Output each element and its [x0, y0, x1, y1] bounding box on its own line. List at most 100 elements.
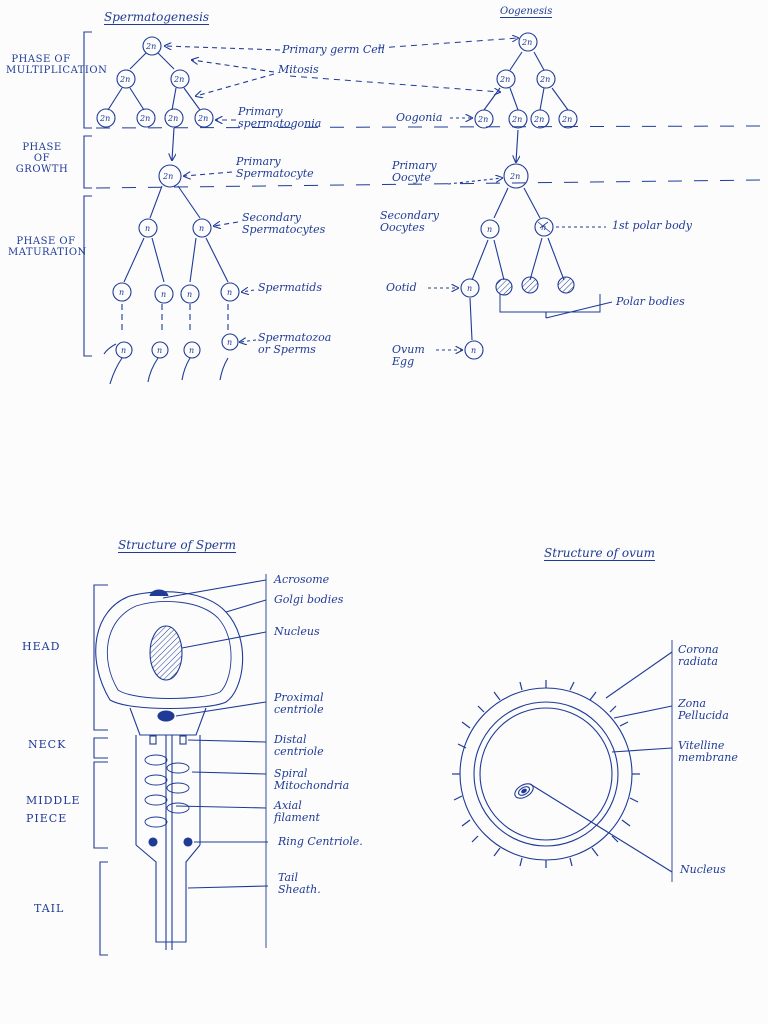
cell-spermatid [154, 284, 174, 304]
ploidy-label: 2n [521, 38, 532, 47]
ploidy-label: n [487, 225, 492, 234]
label-primary-spermatocyte: Primary Spermatocyte [236, 155, 314, 180]
label-spermatids: Spermatids [258, 281, 322, 294]
label-secondary-oocytes: Secondary Oocytes [380, 209, 439, 234]
ring-centriole [148, 837, 158, 847]
cell-polar-body [557, 276, 575, 294]
label-primary-spermatogonia: Primary spermatogonia [238, 105, 322, 130]
label-oogonia: Oogonia [396, 111, 443, 124]
ploidy-label: 2n [197, 114, 208, 123]
ovum-vitelline [479, 707, 613, 841]
ploidy-label: 2n [561, 115, 572, 124]
ovum-part-corona: Corona radiata [678, 643, 719, 668]
ploidy-label: 2n [499, 75, 510, 84]
ploidy-label: n [227, 288, 232, 297]
cell-2n [536, 69, 556, 89]
cell-ootid [460, 278, 480, 298]
part-acrosome: Acrosome [274, 573, 330, 586]
oogenesis-tree [428, 32, 613, 360]
ploidy-label: n [227, 338, 232, 347]
ploidy-label: n [471, 346, 476, 355]
ploidy-label: n [119, 288, 124, 297]
cell-sperm-head [183, 341, 201, 359]
cell-2n [116, 69, 136, 89]
cell-secondary-oocyte [480, 219, 500, 239]
region-head: HEAD [22, 640, 61, 653]
ploidy-label: n [145, 224, 150, 233]
ovum-structure-diagram [452, 640, 673, 882]
part-nucleus: Nucleus [274, 625, 320, 638]
part-tail-sheath: Tail Sheath. [278, 871, 321, 896]
region-middle-piece: MIDDLE PIECE [26, 794, 81, 825]
cell-oogonium [558, 109, 578, 129]
sperm-structure-title: Structure of Sperm [118, 538, 237, 553]
cell-oogonium [474, 109, 494, 129]
spermatogenesis-tree [83, 31, 281, 385]
ploidy-label: 2n [539, 75, 550, 84]
spiral-mitochondria [144, 754, 190, 828]
cell-sperm-head [115, 341, 133, 359]
cell-sperm-head [151, 341, 169, 359]
label-primary-oocyte: Primary Oocyte [392, 159, 437, 184]
ploidy-label: n [199, 224, 204, 233]
cell-primary-spermatocyte [158, 164, 182, 188]
ploidy-label: n [157, 346, 162, 355]
ploidy-label: 2n [533, 115, 544, 124]
part-distal-centriole: Distal centriole [274, 733, 324, 758]
distal-centriole [149, 735, 157, 745]
oogenesis-title: Oogenesis [500, 6, 553, 18]
cell-spermatogonium [164, 108, 184, 128]
ploidy-label: 2n [167, 114, 178, 123]
cell-spermatid [180, 284, 200, 304]
ploidy-label: n [541, 223, 546, 232]
sperm-nucleus [149, 625, 183, 681]
ploidy-label: 2n [119, 75, 130, 84]
ovum-part-zona: Zona Pellucida [678, 697, 729, 722]
sperm-structure-diagram [93, 574, 269, 956]
cell-oogonium-germ [518, 32, 538, 52]
part-axial-filament: Axial filament [274, 799, 320, 824]
cell-ovum [464, 340, 484, 360]
ploidy-label: 2n [509, 172, 520, 181]
cell-secondary-spermatocyte [192, 218, 212, 238]
cell-spermatid [112, 282, 132, 302]
cell-oogonium [530, 109, 550, 129]
cell-2n [496, 69, 516, 89]
ploidy-labels: 2n 2n 2n 2n 2n 2n 2n 2n n n n n n n n n … [99, 38, 572, 355]
phase-growth-label: PHASE OF GROWTH [15, 142, 69, 175]
proximal-centriole [157, 710, 175, 722]
part-golgi-bodies: Golgi bodies [274, 593, 344, 606]
cell-polar-body [521, 276, 539, 294]
spermatogenesis-title: Spermatogenesis [104, 10, 210, 25]
ovum-part-nucleus: Nucleus [680, 863, 726, 876]
ovum-structure-title: Structure of ovum [544, 546, 656, 561]
phase-multiplication-label: PHASE OF MULTIPLICATION [6, 54, 108, 76]
cell-first-polar-body [534, 217, 554, 237]
corona-radiata [452, 680, 640, 868]
ploidy-label: n [189, 346, 194, 355]
phase-guides [95, 38, 761, 189]
ploidy-label: n [161, 290, 166, 299]
cell-2n [170, 69, 190, 89]
region-neck: NECK [28, 738, 67, 751]
ploidy-label: 2n [477, 115, 488, 124]
part-proximal-centriole: Proximal centriole [274, 691, 324, 716]
cell-spermatogonium [96, 108, 116, 128]
ploidy-label: n [467, 284, 472, 293]
ploidy-label: 2n [511, 115, 522, 124]
label-spermatozoa: Spermatozoa or Sperms [258, 331, 332, 356]
label-ootid: Ootid [386, 281, 417, 294]
sperm-tail [135, 844, 201, 943]
part-spiral-mitochondria: Spiral Mitochondria [274, 767, 350, 792]
ploidy-label: 2n [145, 42, 156, 51]
label-polar-bodies: Polar bodies [616, 295, 685, 308]
part-ring-centriole: Ring Centriole. [278, 835, 363, 848]
ploidy-label: 2n [139, 114, 150, 123]
cell-sperm-head [221, 333, 239, 351]
phase-bracket-maturation [83, 195, 92, 357]
ploidy-label: n [187, 290, 192, 299]
phase-bracket-growth [83, 135, 92, 189]
ploidy-label: 2n [173, 75, 184, 84]
label-first-polar-body: 1st polar body [612, 219, 692, 232]
